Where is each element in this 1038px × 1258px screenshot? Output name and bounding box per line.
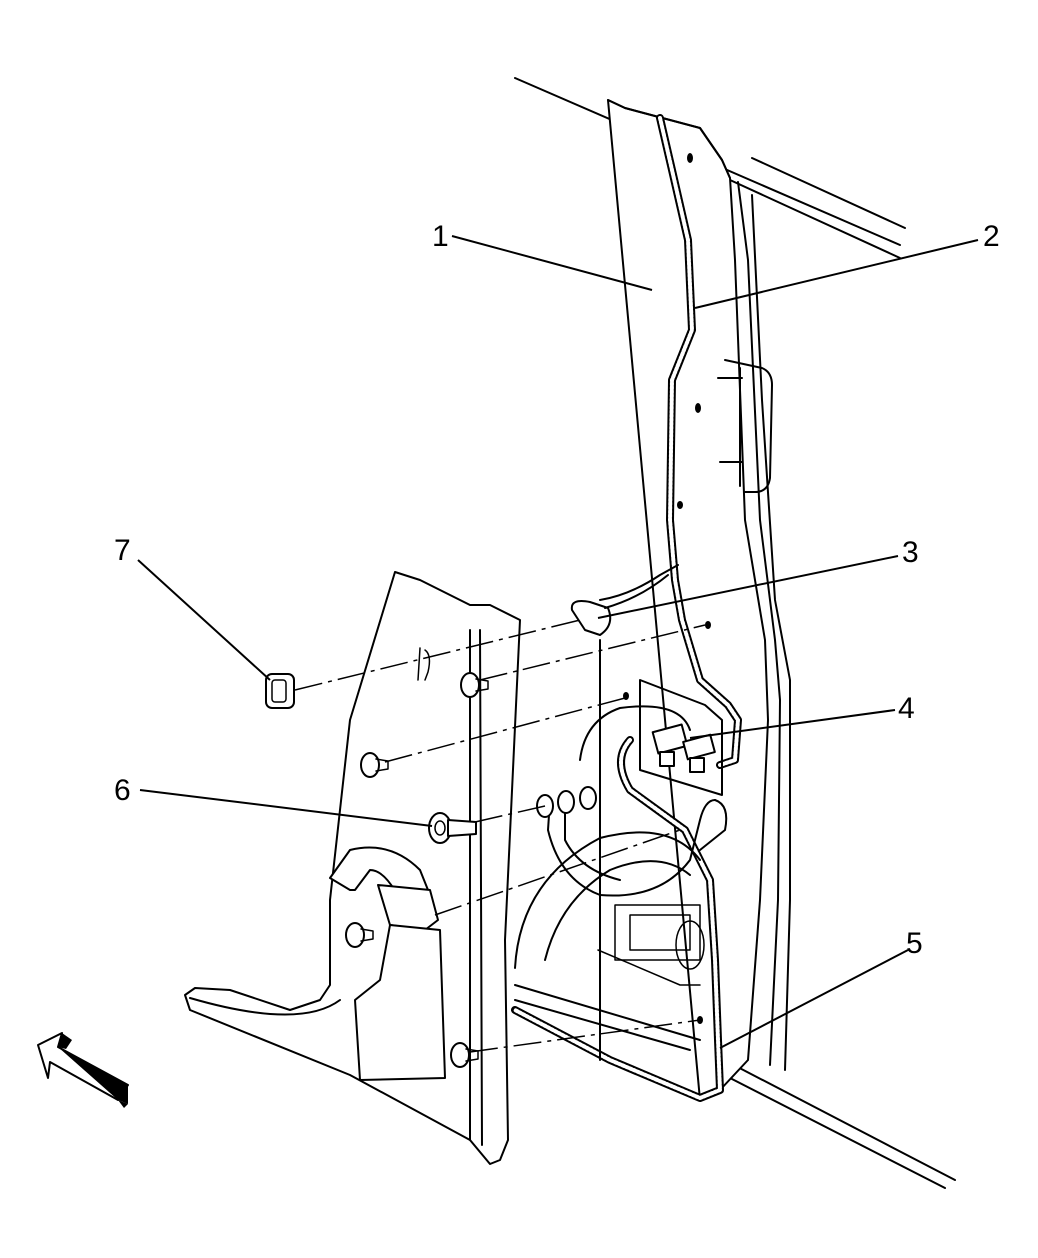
callout-4: 4 bbox=[898, 692, 915, 725]
callout-5: 5 bbox=[906, 927, 923, 960]
cover-cap-icon bbox=[265, 673, 295, 709]
bolt-icon bbox=[428, 812, 477, 844]
push-pin-icon bbox=[360, 752, 389, 778]
leader-lines bbox=[137, 235, 979, 1049]
alignment-lines bbox=[294, 619, 706, 1053]
push-pin-icon bbox=[450, 1042, 479, 1068]
callout-7: 7 bbox=[114, 534, 131, 567]
callout-2: 2 bbox=[983, 220, 1000, 253]
callout-labels: 1 2 3 4 5 6 7 bbox=[114, 220, 1000, 960]
front-direction-arrow-icon bbox=[37, 1032, 129, 1108]
callout-1: 1 bbox=[432, 220, 449, 253]
push-pin-fasteners bbox=[265, 621, 711, 1068]
weatherstrip-seal bbox=[511, 114, 742, 1102]
harness-clip bbox=[570, 564, 679, 636]
wiring-harness bbox=[547, 705, 728, 897]
push-pin-icon bbox=[345, 922, 374, 948]
lower-trim-panel bbox=[184, 571, 521, 1165]
callout-6: 6 bbox=[114, 774, 131, 807]
callout-3: 3 bbox=[902, 536, 919, 569]
